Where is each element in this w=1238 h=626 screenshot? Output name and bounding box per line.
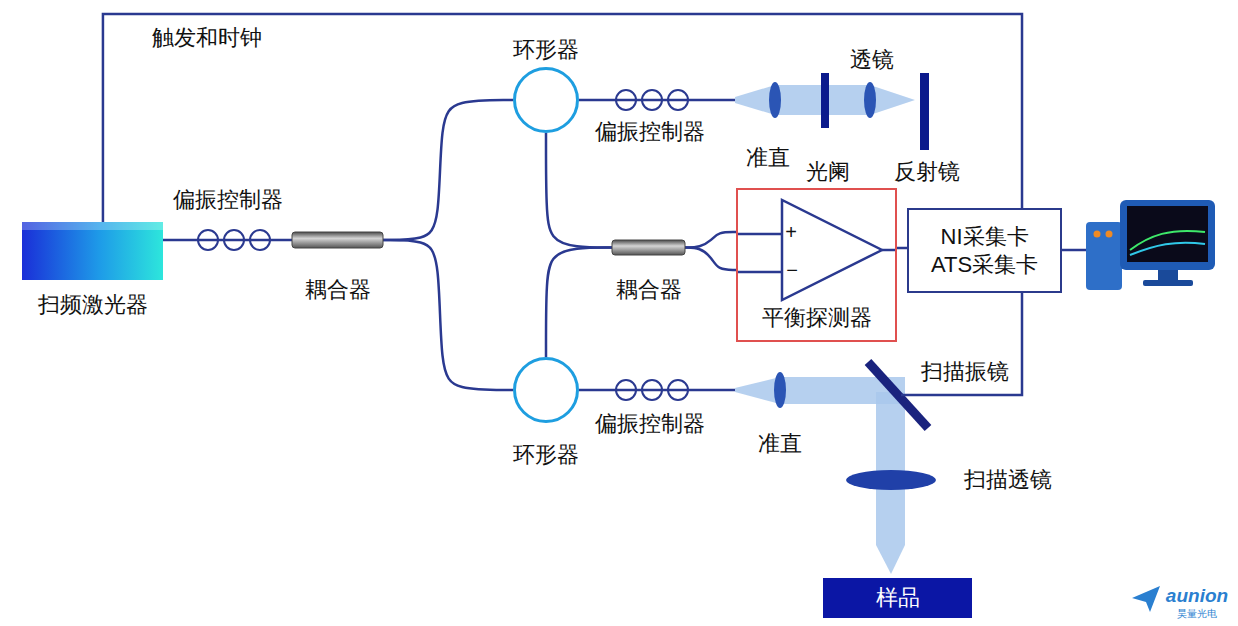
fiber-connector <box>546 133 612 248</box>
node-label: 扫频激光器 <box>38 291 148 319</box>
logo-text: aunion <box>1166 585 1228 607</box>
fiber-connector <box>685 248 736 270</box>
logo-mark <box>1132 586 1160 612</box>
laser-source: 扫频激光器 <box>22 222 163 280</box>
fiber-connector <box>546 248 612 358</box>
fiber-connector <box>383 240 513 390</box>
fiber-line <box>579 389 735 392</box>
amplifier-triangle <box>782 200 882 300</box>
fiber-connector <box>897 247 907 250</box>
input-wire <box>738 233 782 236</box>
sample-block: 样品 <box>823 578 972 618</box>
fiber-coupler-shape <box>612 240 685 255</box>
coupler-body <box>612 240 685 255</box>
fiber-loop <box>616 380 636 400</box>
component-label: 光阑 <box>806 159 850 184</box>
monitor-frame <box>1120 200 1215 270</box>
control-wire <box>901 293 1022 395</box>
polarization-controller <box>616 90 688 110</box>
laser-highlight <box>22 222 163 230</box>
logo-subtext: 昊量光电 <box>1177 608 1217 620</box>
node-label: 环形器 <box>513 36 579 64</box>
node-label: 平衡探测器 <box>762 304 872 332</box>
edge-label: 触发和时钟 <box>150 25 264 50</box>
collimator-lens <box>769 82 781 118</box>
component-label: 准直 <box>746 145 790 170</box>
circulator-ring <box>515 359 578 422</box>
circulator-shape <box>513 357 579 423</box>
node-label: NI采集卡 ATS采集卡 <box>921 223 1048 278</box>
component-label: 透镜 <box>850 47 894 72</box>
coupler-body <box>292 232 383 248</box>
fiber-coupler: 耦合器 <box>612 240 685 255</box>
node-label: 耦合器 <box>616 276 682 304</box>
aperture <box>821 73 829 128</box>
mirror <box>920 73 929 150</box>
collimator-lens <box>774 372 786 408</box>
fiber-loop <box>616 90 636 110</box>
node-label: 耦合器 <box>305 276 371 304</box>
screen-trace <box>1130 243 1205 255</box>
computer-tower <box>1086 222 1122 290</box>
fiber-connector <box>383 100 513 240</box>
monitor-screen <box>1127 206 1208 262</box>
circulator: 环形器 <box>513 357 579 423</box>
tower-button <box>1094 231 1101 238</box>
balanced-detector: 平衡探测器 <box>736 188 897 342</box>
laser-source-shape <box>22 222 163 280</box>
node-label: 环形器 <box>513 441 579 469</box>
amplifier-symbol <box>738 200 895 300</box>
screen-trace <box>1130 231 1205 250</box>
circulator-ring <box>515 69 578 132</box>
component-label: 偏振控制器 <box>173 187 283 212</box>
fiber-loop <box>642 90 662 110</box>
signal-sign: + <box>785 221 797 244</box>
acquisition-card: NI采集卡 ATS采集卡 <box>907 208 1062 293</box>
scan-lens <box>846 470 936 490</box>
fiber-loop <box>668 380 688 400</box>
component-label: 偏振控制器 <box>595 411 705 436</box>
fiber-loop <box>668 90 688 110</box>
monitor-stand <box>1158 270 1178 280</box>
lens <box>864 82 876 118</box>
input-wire <box>738 271 782 274</box>
fiber-coupler: 耦合器 <box>292 232 383 248</box>
fiber-line <box>579 99 735 102</box>
polarization-controller <box>616 380 688 400</box>
data-wire <box>1062 249 1086 252</box>
component-label: 偏振控制器 <box>595 119 705 144</box>
laser-body <box>22 222 163 280</box>
fiber-connector <box>163 239 292 242</box>
signal-sign: − <box>786 259 798 282</box>
component-label: 准直 <box>758 431 802 456</box>
fiber-connector <box>685 232 736 248</box>
fiber-loop <box>642 380 662 400</box>
component-label: 扫描透镜 <box>964 467 1052 492</box>
node-label: 样品 <box>876 584 920 612</box>
circulator: 环形器 <box>513 67 579 133</box>
circulator-shape <box>513 67 579 133</box>
tower-button <box>1106 231 1113 238</box>
monitor-base <box>1143 280 1193 286</box>
component-label: 反射镜 <box>894 159 960 184</box>
computer-icon <box>1086 200 1215 290</box>
component-label: 扫描振镜 <box>921 359 1009 384</box>
fiber-connector <box>103 14 1022 222</box>
fiber-coupler-shape <box>292 232 383 248</box>
